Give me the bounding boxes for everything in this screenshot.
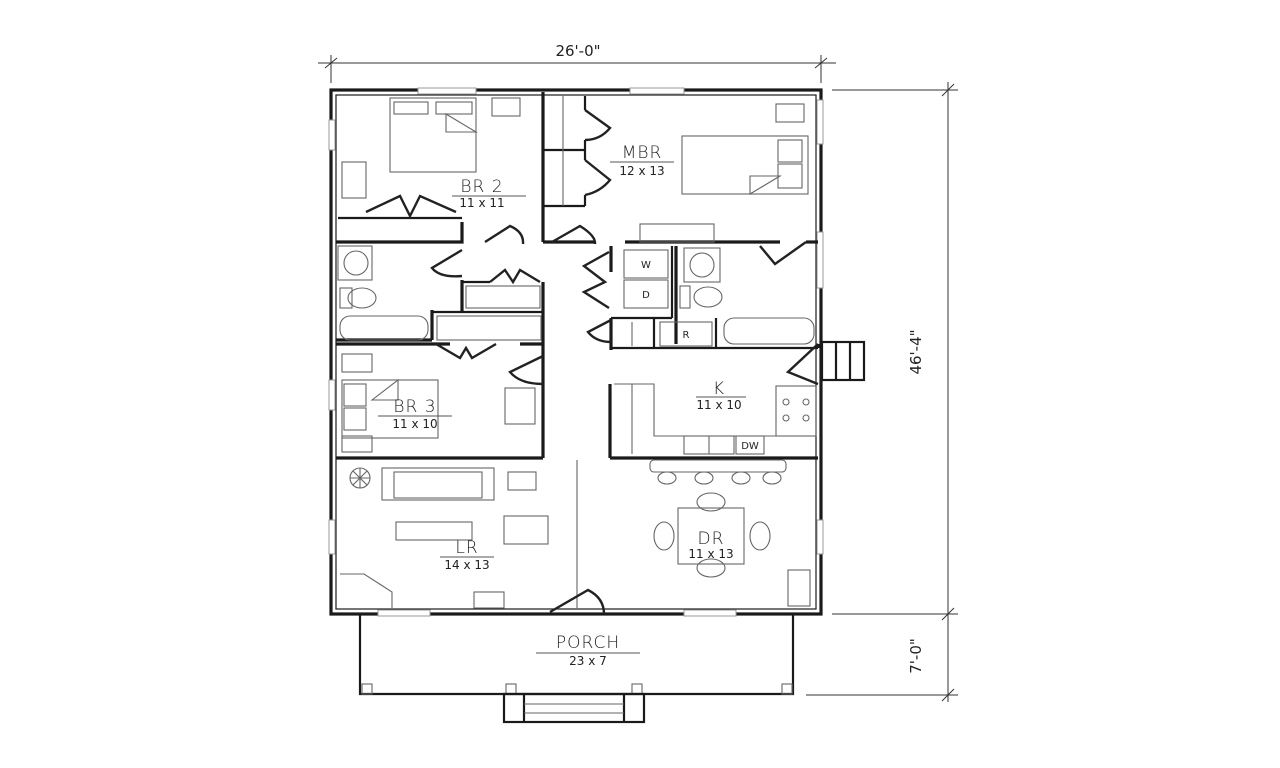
lr-furniture (340, 467, 549, 609)
windows (328, 87, 824, 617)
svg-text:11 x 11: 11 x 11 (459, 196, 504, 210)
side-steps (820, 340, 866, 382)
doors (365, 109, 819, 615)
svg-text:BR 3: BR 3 (393, 397, 436, 417)
room-label-br2: BR 2 11 x 11 (452, 177, 526, 210)
laundry-fixtures: W D R (623, 249, 713, 347)
room-label-br3: BR 3 11 x 10 (378, 397, 452, 431)
dr-furniture (653, 492, 811, 607)
svg-text:11 x 10: 11 x 10 (696, 398, 741, 412)
svg-text:K: K (713, 379, 725, 399)
porch (358, 614, 795, 724)
svg-text:23 x 7: 23 x 7 (569, 654, 607, 668)
dishwasher (735, 435, 765, 455)
washer-label: W (641, 260, 651, 271)
exterior-walls (329, 88, 823, 616)
svg-text:12 x 13: 12 x 13 (619, 164, 664, 178)
br3-furniture (341, 353, 536, 453)
interior-walls (336, 92, 820, 608)
svg-text:11 x 13: 11 x 13 (688, 547, 733, 561)
svg-text:BR 2: BR 2 (460, 177, 503, 197)
dishwasher-label: DW (741, 441, 759, 452)
room-label-dr: DR 11 x 13 (688, 529, 733, 561)
refrigerator (659, 321, 713, 347)
svg-text:DR: DR (698, 529, 725, 549)
mbr-furniture (562, 96, 809, 243)
svg-text:14 x 13: 14 x 13 (444, 558, 489, 572)
room-label-lr: LR 14 x 13 (440, 538, 494, 572)
svg-text:11 x 10: 11 x 10 (392, 417, 437, 431)
width-dimension-label: 26'-0" (555, 42, 600, 60)
washer (623, 249, 669, 279)
room-label-mbr: MBR 12 x 13 (610, 143, 674, 178)
br2-furniture (341, 97, 521, 199)
svg-text:LR: LR (455, 538, 478, 558)
dryer (623, 279, 669, 309)
dimension-width (318, 55, 836, 83)
depth-dimension-label: 46'-4" (907, 329, 925, 374)
dimension-depth (806, 82, 958, 702)
plant-icon (349, 467, 371, 489)
room-label-kitchen: K 11 x 10 (696, 379, 746, 412)
svg-text:PORCH: PORCH (556, 633, 620, 653)
right-bath-fixtures (679, 247, 815, 345)
left-bath-fixtures (337, 245, 542, 341)
dryer-label: D (642, 290, 650, 301)
porch-dimension-label: 7'-0" (907, 638, 925, 674)
refrigerator-label: R (683, 330, 690, 341)
svg-text:MBR: MBR (622, 143, 663, 163)
kitchen-fixtures: DW (614, 383, 817, 485)
room-label-porch: PORCH 23 x 7 (536, 633, 640, 668)
